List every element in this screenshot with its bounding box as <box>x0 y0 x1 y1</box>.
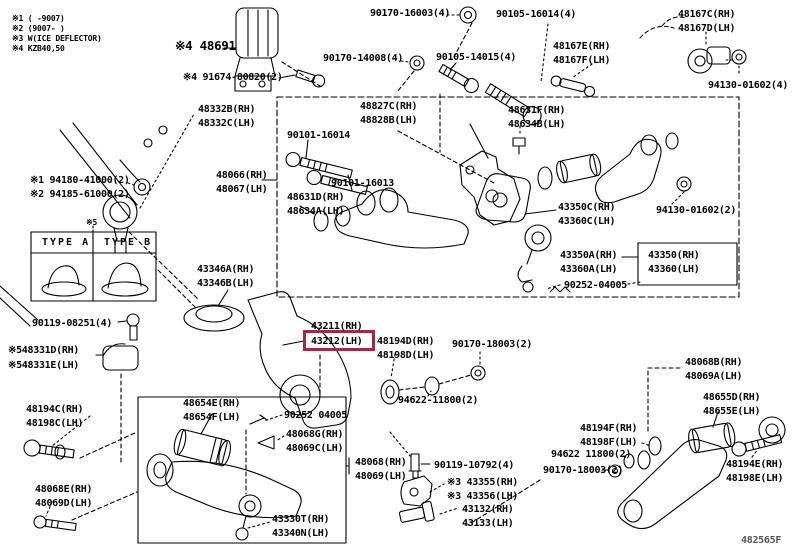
main-assembly-dashed-box <box>276 96 740 298</box>
right-arm-art <box>467 367 786 530</box>
label-48634a[interactable]: 48634A(LH) <box>287 206 345 217</box>
label-48167e[interactable]: 48167E(RH) <box>553 41 611 52</box>
highlight-box <box>303 330 375 351</box>
label-48631d[interactable]: 48631D(RH) <box>287 192 345 203</box>
label-48167c[interactable]: 48167C(RH) <box>678 9 736 20</box>
label-48194e[interactable]: 48194E(RH) <box>726 459 784 470</box>
top-fasteners-art <box>396 6 596 153</box>
upper-arm-art <box>261 123 526 249</box>
ball-joint-art <box>517 224 641 293</box>
label-48069d[interactable]: 48069D(LH) <box>35 498 93 509</box>
top-right-art <box>639 16 747 77</box>
label-43360a[interactable]: 43360A(LH) <box>560 264 618 275</box>
type-b-header: TYPE B <box>104 237 153 248</box>
label-48198e[interactable]: 48198E(LH) <box>726 473 784 484</box>
label-48332c[interactable]: 48332C(LH) <box>198 118 256 129</box>
label-94130-01602-4[interactable]: 94130-01602(4) <box>708 80 789 91</box>
label-48331d[interactable]: ※548331D(RH) <box>8 345 80 356</box>
label-48194d[interactable]: 48194D(RH) <box>377 336 435 347</box>
center-washers-art <box>380 351 486 405</box>
label-90119-10792[interactable]: 90119-10792(4) <box>434 460 515 471</box>
label-48069[interactable]: 48069(LH) <box>355 471 407 482</box>
label-90252-04005-bottom[interactable]: 90252 04005 <box>284 410 347 421</box>
label-43133[interactable]: 43133(LH) <box>462 518 514 529</box>
label-94180-41000[interactable]: ※1 94180-41000(2) <box>30 175 130 186</box>
label-48654e[interactable]: 48654E(RH) <box>183 398 241 409</box>
label-91674-80820[interactable]: ※4 91674-80820(2) <box>183 72 283 83</box>
knuckle-arm-art <box>475 132 692 223</box>
label-43211[interactable]: 43211(RH) <box>311 321 363 332</box>
label-43360[interactable]: 43360(LH) <box>648 264 700 275</box>
legend-note-4: ※4 KZB40,50 <box>12 44 65 53</box>
label-90170-18003-center[interactable]: 90170-18003(2) <box>452 339 533 350</box>
label-48066[interactable]: 48066(RH) <box>216 170 268 181</box>
legend-note-3: ※3 W(ICE DEFLECTOR) <box>12 34 102 43</box>
type-box-note: ※5 <box>86 218 98 227</box>
label-48634b[interactable]: 48634B(LH) <box>508 119 566 130</box>
lower-arm-box <box>137 396 347 544</box>
bottom-center-art <box>345 431 459 523</box>
label-48069c[interactable]: 48069C(LH) <box>286 443 344 454</box>
label-48068g[interactable]: 48068G(RH) <box>286 429 344 440</box>
label-90105-16014[interactable]: 90105-16014(4) <box>496 9 577 20</box>
figure-code: 482565F <box>741 535 782 546</box>
label-43355[interactable]: ※3 43355(RH) <box>447 477 519 488</box>
label-43350a[interactable]: 43350A(RH) <box>560 250 618 261</box>
lower-arm-art <box>146 413 302 541</box>
type-variant-box <box>30 231 157 302</box>
label-43212-selected[interactable]: 43212(LH) <box>311 336 363 347</box>
label-48828b[interactable]: 48828B(LH) <box>360 115 418 126</box>
legend-note-1: ※1 ( -9007) <box>12 14 65 23</box>
label-48827c[interactable]: 48827C(RH) <box>360 101 418 112</box>
label-43356[interactable]: ※3 43356(LH) <box>447 491 519 502</box>
label-90105-14015[interactable]: 90105-14015(4) <box>436 52 517 63</box>
label-48167f[interactable]: 48167F(LH) <box>553 55 611 66</box>
label-94130-01602-2[interactable]: 94130-01602(2) <box>656 205 737 216</box>
deflector-art <box>223 7 326 92</box>
label-48194f[interactable]: 48194F(RH) <box>580 423 638 434</box>
label-48198d[interactable]: 48198D(LH) <box>377 350 435 361</box>
label-48068e[interactable]: 48068E(RH) <box>35 484 93 495</box>
label-48655e[interactable]: 48655E(LH) <box>703 406 761 417</box>
label-90170-18003-right[interactable]: 90170-18003(2) <box>543 465 624 476</box>
label-48069a[interactable]: 48069A(LH) <box>685 371 743 382</box>
steering-knuckle-art <box>183 289 352 429</box>
label-48331e[interactable]: ※548331E(LH) <box>8 360 80 371</box>
label-43340n[interactable]: 43340N(LH) <box>272 528 330 539</box>
label-90170-16003[interactable]: 90170-16003(4) <box>370 8 451 19</box>
label-94185-61000[interactable]: ※2 94185-61000(2) <box>30 189 130 200</box>
label-48068[interactable]: 48068(RH) <box>355 457 407 468</box>
label-48655d[interactable]: 48655D(RH) <box>703 392 761 403</box>
label-48067[interactable]: 48067(LH) <box>216 184 268 195</box>
label-90170-14008[interactable]: 90170-14008(4) <box>323 53 404 64</box>
label-43346b[interactable]: 43346B(LH) <box>197 278 255 289</box>
label-43360c[interactable]: 43360C(LH) <box>558 216 616 227</box>
label-48198f[interactable]: 48198F(LH) <box>580 437 638 448</box>
label-94622-11800-center[interactable]: 94622-11800(2) <box>398 395 479 406</box>
label-48068b[interactable]: 48068B(RH) <box>685 357 743 368</box>
label-43132[interactable]: 43132(RH) <box>462 504 514 515</box>
legend-note-2: ※2 (9007- ) <box>12 24 65 33</box>
part-43350-box <box>637 242 738 286</box>
label-90101-16013[interactable]: 90101-16013 <box>331 178 394 189</box>
type-a-header: TYPE A <box>42 237 91 248</box>
label-48691[interactable]: ※4 48691 <box>175 38 236 53</box>
label-43346a[interactable]: 43346A(RH) <box>197 264 255 275</box>
label-48654f[interactable]: 48654F(LH) <box>183 412 241 423</box>
left-stopper-art <box>23 313 140 532</box>
label-43350c[interactable]: 43350C(RH) <box>558 202 616 213</box>
label-48194c[interactable]: 48194C(RH) <box>26 404 84 415</box>
label-43350[interactable]: 43350(RH) <box>648 250 700 261</box>
label-48631f[interactable]: 48631F(RH) <box>508 105 566 116</box>
label-90101-16014[interactable]: 90101-16014 <box>287 130 350 141</box>
label-43330t[interactable]: 43330T(RH) <box>272 514 330 525</box>
label-48332b[interactable]: 48332B(RH) <box>198 104 256 115</box>
left-stud-art <box>0 113 200 327</box>
label-90119-08251[interactable]: 90119-08251(4) <box>32 318 113 329</box>
label-90252-04005-right[interactable]: 90252-04005 <box>564 280 627 291</box>
label-48198c[interactable]: 48198C(LH) <box>26 418 84 429</box>
label-94622-11800-right[interactable]: 94622 11800(2) <box>551 449 632 460</box>
label-48167d[interactable]: 48167D(LH) <box>678 23 736 34</box>
